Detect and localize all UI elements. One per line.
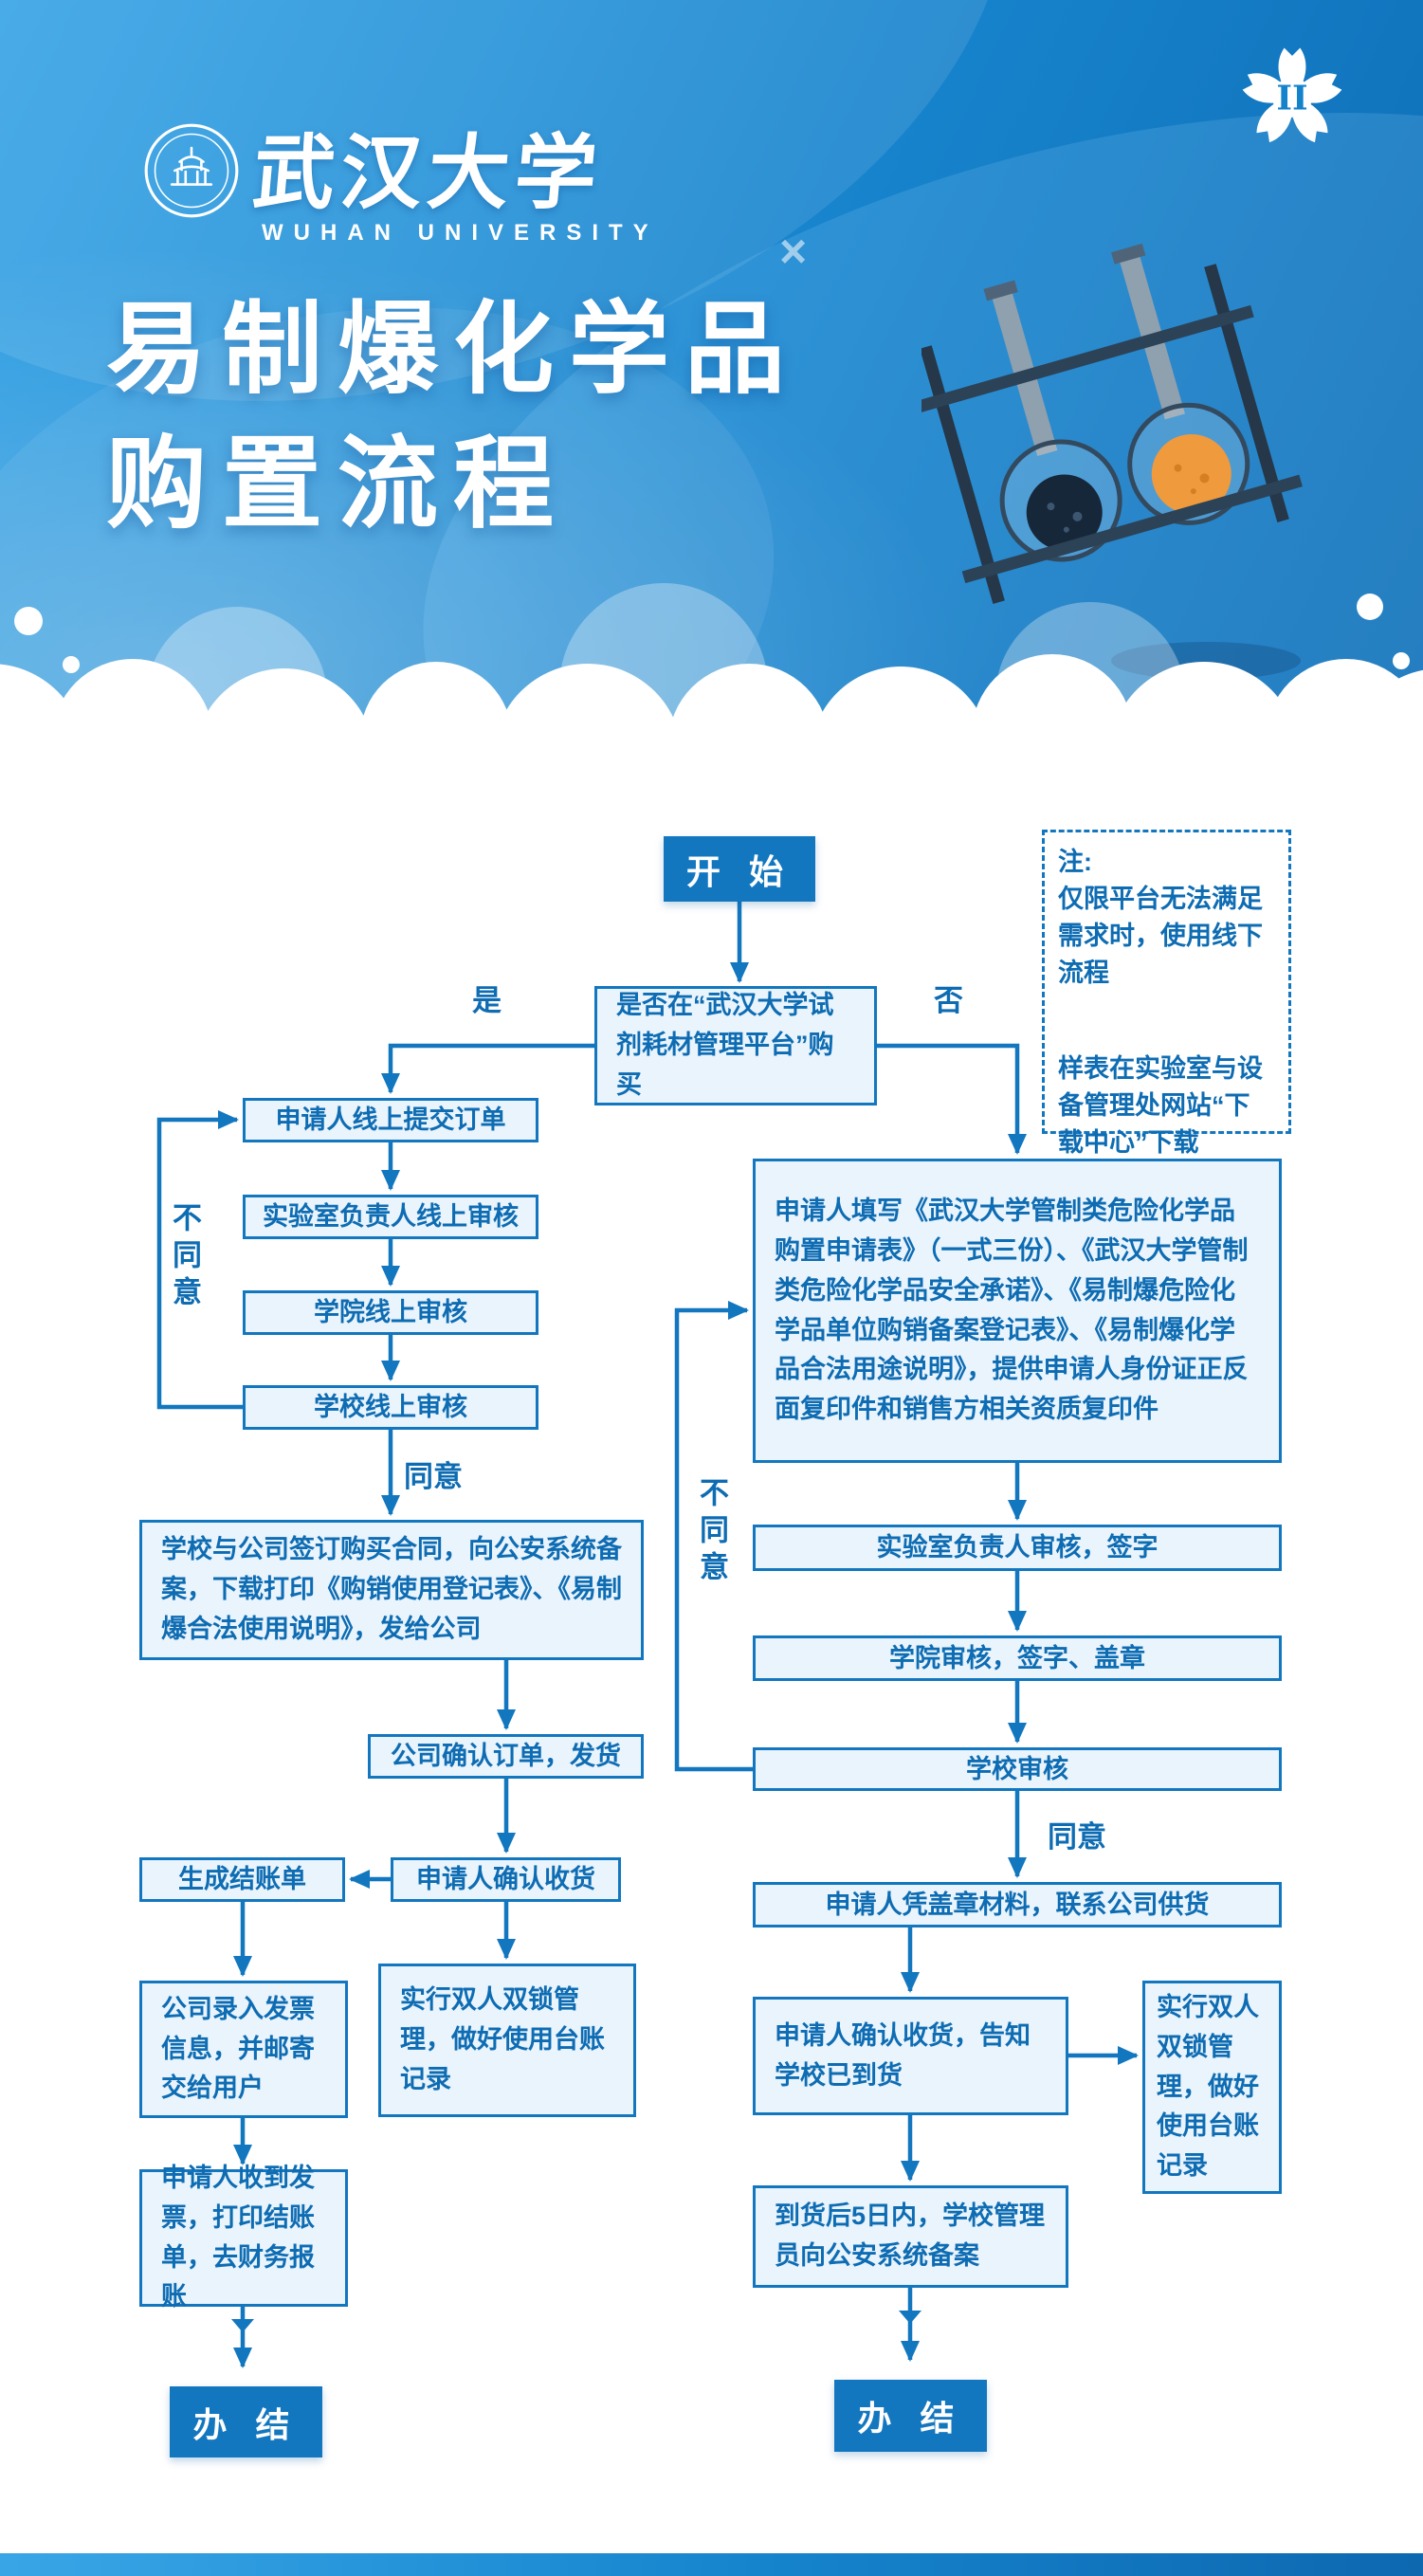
step-applicant-confirm-receipt: 申请人确认收货 — [391, 1857, 621, 1902]
step-contact-company-supply: 申请人凭盖章材料，联系公司供货 — [753, 1882, 1282, 1927]
label-agree-left: 同意 — [404, 1460, 463, 1493]
start-node: 开 始 — [664, 836, 815, 902]
note-para1: 仅限平台无法满足需求时，使用线下流程 — [1058, 885, 1263, 988]
note-label: 注: — [1058, 848, 1092, 876]
poster-title-line1: 易制爆化学品 — [106, 294, 800, 406]
note-para2: 样表在实验室与设备管理处网站“下载中心”下载 — [1058, 1053, 1263, 1157]
note-box: 注: 仅限平台无法满足需求时，使用线下流程 样表在实验室与设备管理处网站“下载中… — [1042, 830, 1291, 1157]
step-company-confirm-ship: 公司确认订单，发货 — [368, 1734, 644, 1779]
poster-title-line2: 购置流程 — [106, 429, 569, 540]
step-online-university-review: 学校线上审核 — [243, 1385, 538, 1430]
university-name-zh: 武汉大学 — [248, 125, 607, 221]
end-node-right: 办 结 — [834, 2380, 987, 2452]
university-logo-icon — [144, 123, 239, 218]
label-disagree-left: 不同意 — [168, 1202, 201, 1313]
decision-platform-purchase: 是否在“武汉大学试剂耗材管理平台”购买 — [594, 986, 877, 1105]
badge-numeral: II — [1276, 79, 1307, 118]
label-agree-right: 同意 — [1048, 1820, 1106, 1854]
step-confirm-receipt-notify: 申请人确认收货，告知学校已到货 — [753, 1997, 1068, 2115]
step-police-record: 到货后5日内，学校管理员向公安系统备案 — [753, 2185, 1068, 2288]
step-college-review-seal: 学院审核，签字、盖章 — [753, 1635, 1282, 1681]
university-name-en: WUHAN UNIVERSITY — [262, 220, 659, 246]
label-disagree-right: 不同意 — [695, 1477, 728, 1588]
branch-label-no: 否 — [934, 984, 963, 1017]
end-node-left: 办 结 — [170, 2386, 322, 2457]
step-lab-review-sign: 实验室负责人审核，签字 — [753, 1525, 1282, 1571]
step-double-lock-left: 实行双人双锁管理，做好使用台账记录 — [378, 1964, 636, 2117]
step-university-review: 学校审核 — [753, 1747, 1282, 1791]
step-double-lock-right: 实行双人双锁管理，做好使用台账记录 — [1142, 1981, 1282, 2194]
step-company-invoice: 公司录入发票信息，并邮寄交给用户 — [139, 1981, 348, 2118]
step-sign-contract: 学校与公司签订购买合同，向公安系统备案，下载打印《购销使用登记表》、《易制爆合法… — [139, 1520, 644, 1660]
step-generate-bill: 生成结账单 — [139, 1857, 345, 1902]
bottom-bar — [0, 2553, 1423, 2576]
branch-label-yes: 是 — [472, 984, 502, 1017]
decorative-x-icon: × — [779, 225, 808, 278]
poster-header: 武汉大学 WUHAN UNIVERSITY 易制爆化学品 购置流程 × II — [0, 0, 1423, 758]
step-online-college-review: 学院线上审核 — [243, 1290, 538, 1335]
step-online-lab-review: 实验室负责人线上审核 — [243, 1195, 538, 1239]
step-online-submit-order: 申请人线上提交订单 — [243, 1098, 538, 1142]
flask-rack-illustration — [921, 243, 1303, 680]
step-reimburse: 申请人收到发票，打印结账单，去财务报账 — [139, 2164, 348, 2311]
sakura-badge-icon: II — [1242, 47, 1342, 143]
step-fill-forms: 申请人填写《武汉大学管制类危险化学品购置申请表》（一式三份）、《武汉大学管制类危… — [753, 1159, 1282, 1463]
